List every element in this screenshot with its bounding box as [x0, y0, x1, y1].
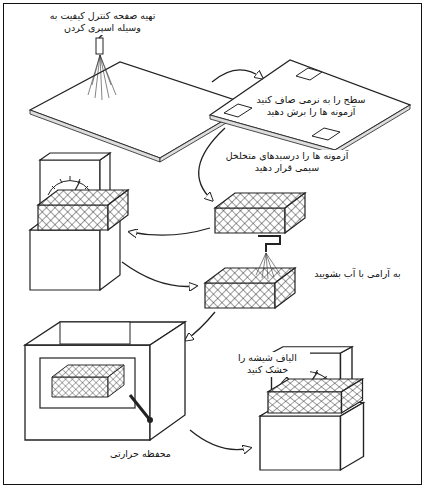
- step-label: آزمونه ها را درسبدهای متخلخل سیمی قرار د…: [222, 150, 352, 175]
- step-label: محفظه حرارتی: [98, 448, 183, 460]
- step-label: الیاف شیشه را خشک کنید: [225, 352, 310, 377]
- step-label: به آرامی با آب بشویید: [300, 268, 415, 280]
- step-label: تهیه صفحه کنترل کیفیت به وسیله اسپری کرد…: [40, 10, 165, 35]
- step-label: سطح را به نرمی صاف کنید آزمونه ها را برش…: [252, 94, 370, 119]
